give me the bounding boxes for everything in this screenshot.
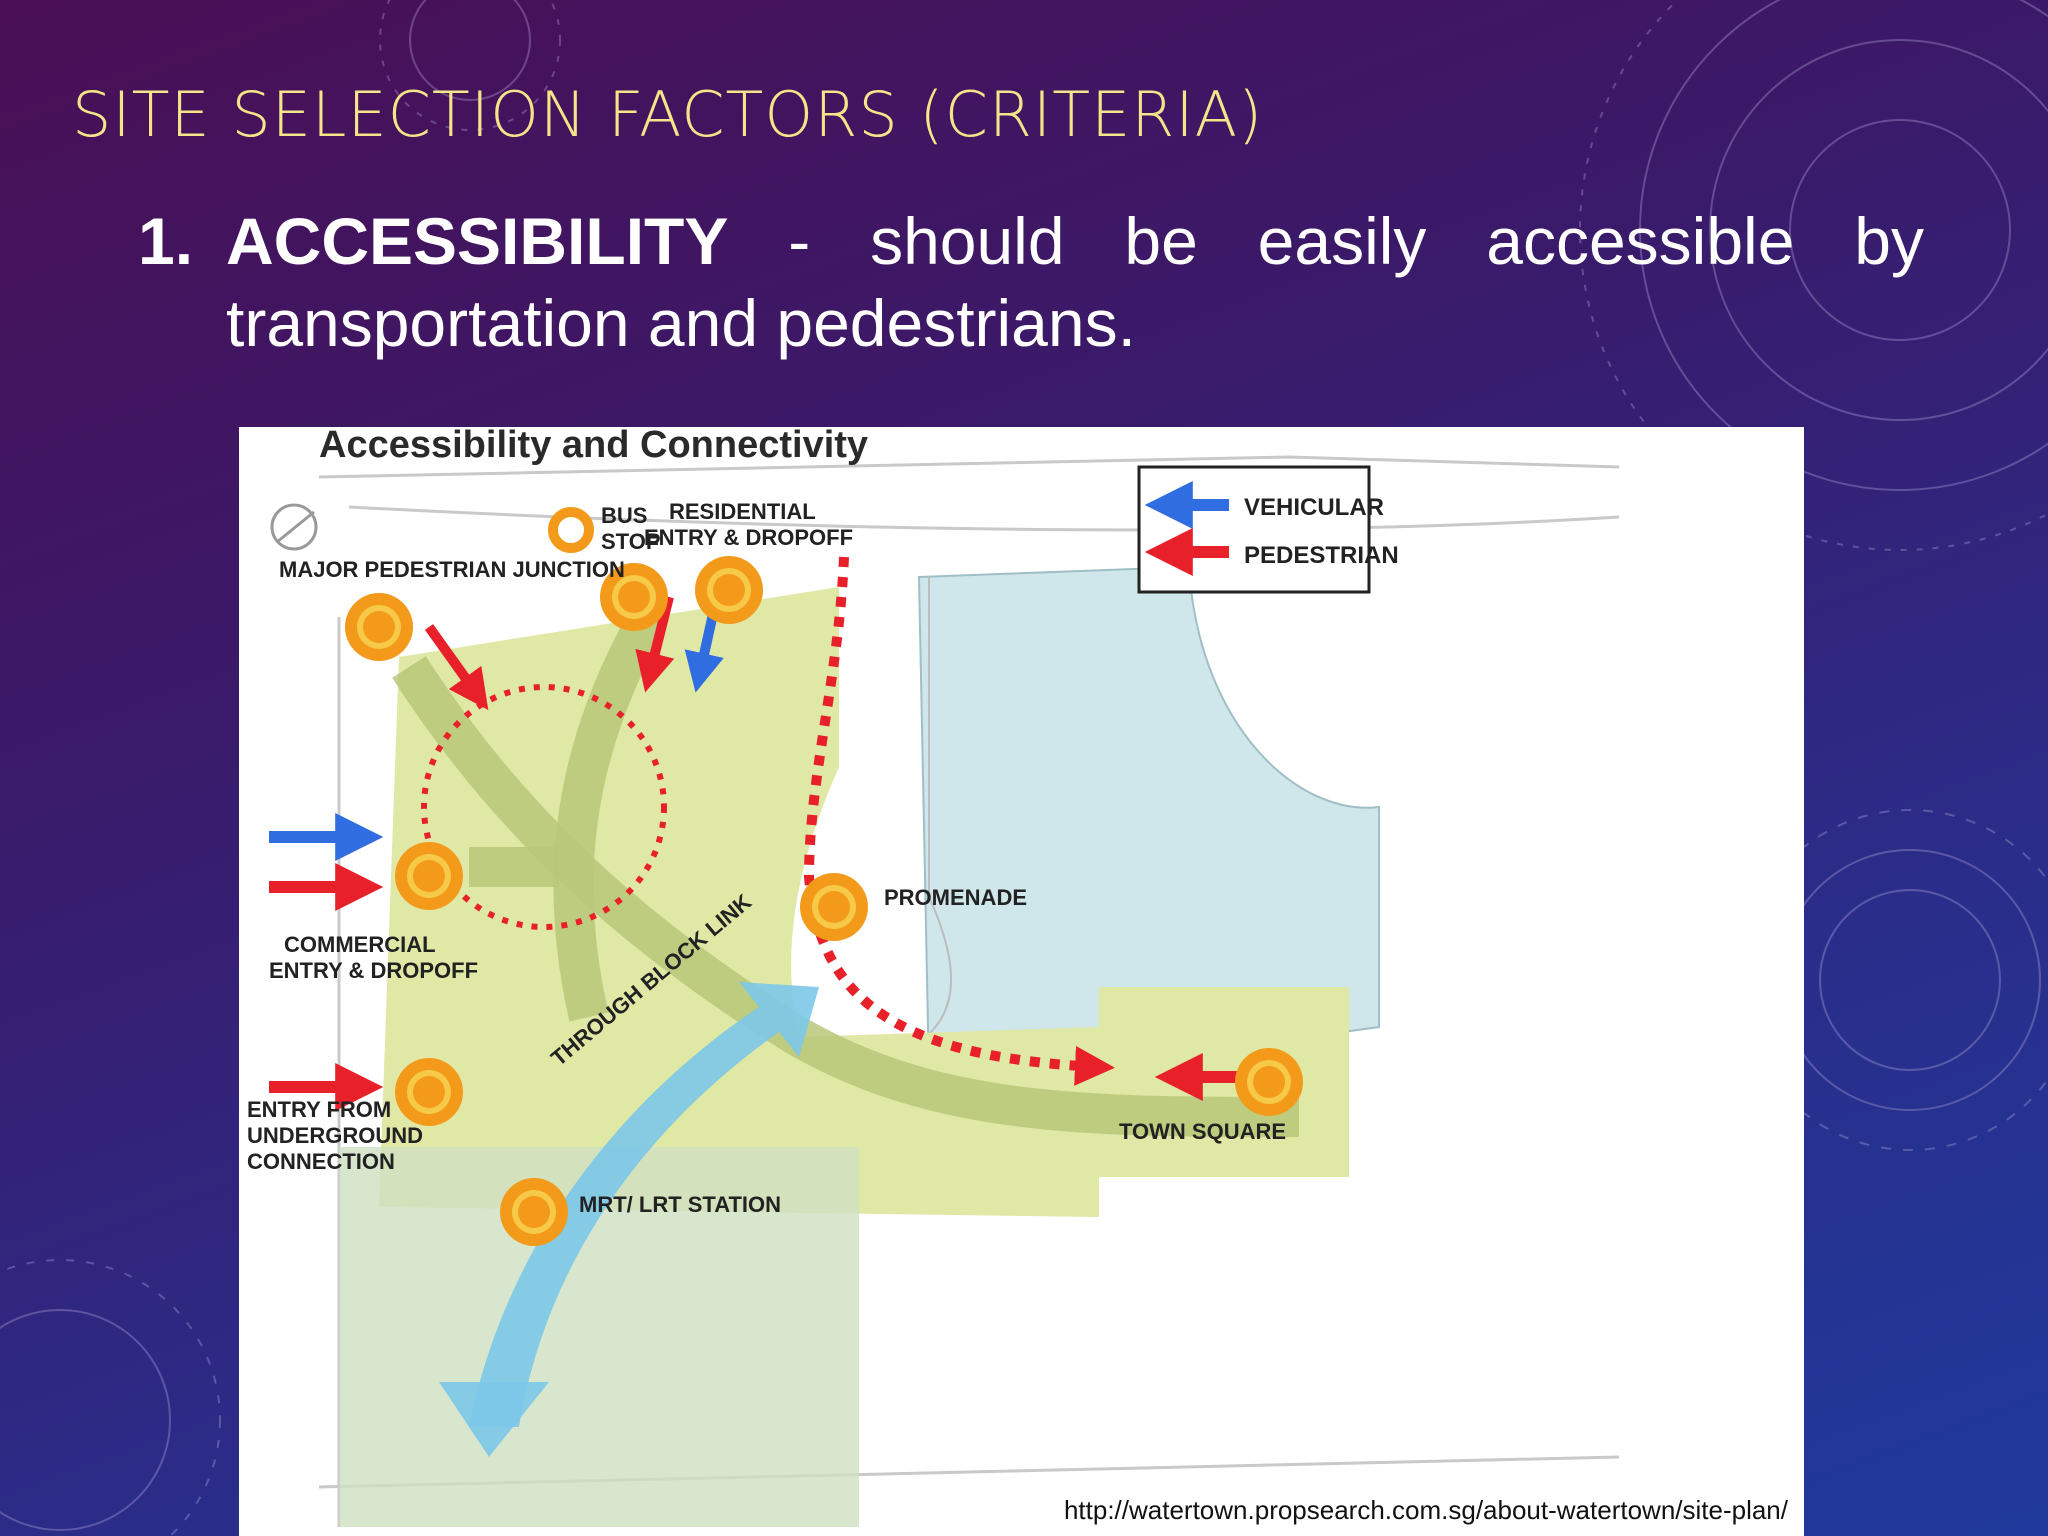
node-marker	[695, 556, 763, 624]
node-marker	[345, 593, 413, 661]
north-compass-icon	[270, 503, 318, 551]
node-marker	[600, 563, 668, 631]
underground-label: ENTRY FROM	[247, 1097, 391, 1122]
node-marker	[800, 873, 868, 941]
bus-stop-label: BUS	[601, 503, 647, 528]
bus-stop-icon	[548, 507, 594, 553]
legend-box	[1137, 465, 1371, 594]
point-number: 1.	[138, 204, 194, 278]
point-line-1: ACCESSIBILITY - should be easily accessi…	[226, 200, 1924, 282]
node-marker	[500, 1178, 568, 1246]
promenade-pedestrian-path	[803, 556, 1115, 1086]
point-keyword: ACCESSIBILITY	[226, 204, 729, 278]
slide-title: SITE SELECTION FACTORS (CRITERIA)	[72, 78, 1264, 151]
point-line-2: transportation and pedestrians.	[226, 286, 1136, 360]
residential-label: ENTRY & DROPOFF	[644, 525, 853, 550]
diagram-heading: Accessibility and Connectivity	[319, 427, 868, 466]
point-word: -	[788, 204, 811, 278]
site-area-main	[379, 587, 1099, 1217]
access-nodes	[345, 507, 1303, 1246]
underground-label: UNDERGROUND	[247, 1123, 423, 1148]
criteria-point: 1. ACCESSIBILITY - should be easily acce…	[138, 200, 1924, 364]
underground-label: CONNECTION	[247, 1149, 395, 1174]
residential-label: RESIDENTIAL	[669, 499, 816, 524]
commercial-label: ENTRY & DROPOFF	[269, 958, 478, 983]
point-word: accessible	[1486, 204, 1795, 278]
promenade-label: PROMENADE	[884, 885, 1027, 910]
through-block-link-drop	[439, 1382, 549, 1457]
point-word: should	[870, 204, 1065, 278]
node-marker	[395, 1058, 463, 1126]
site-plan-figure: Accessibility and Connectivity VEHICULAR…	[239, 427, 1804, 1536]
source-url: http://watertown.propsearch.com.sg/about…	[1063, 1495, 1788, 1525]
major-junction-label: MAJOR PEDESTRIAN JUNCTION	[279, 557, 625, 582]
legend-vehicular-label: VEHICULAR	[1244, 494, 1384, 521]
point-word: easily	[1257, 204, 1427, 278]
point-word: be	[1124, 204, 1198, 278]
major-junction-circle	[421, 684, 667, 930]
node-marker	[395, 842, 463, 910]
town-square-label: TOWN SQUARE	[1119, 1119, 1286, 1144]
commercial-label: COMMERCIAL	[284, 932, 436, 957]
mrt-station-label: MRT/ LRT STATION	[579, 1192, 781, 1217]
node-marker	[1235, 1048, 1303, 1116]
legend-pedestrian-label: PEDESTRIAN	[1244, 542, 1399, 569]
point-word: by	[1854, 204, 1924, 278]
bus-stop-label: STOP	[601, 529, 661, 554]
site-plan-diagram: Accessibility and Connectivity VEHICULAR…	[247, 427, 1620, 1527]
